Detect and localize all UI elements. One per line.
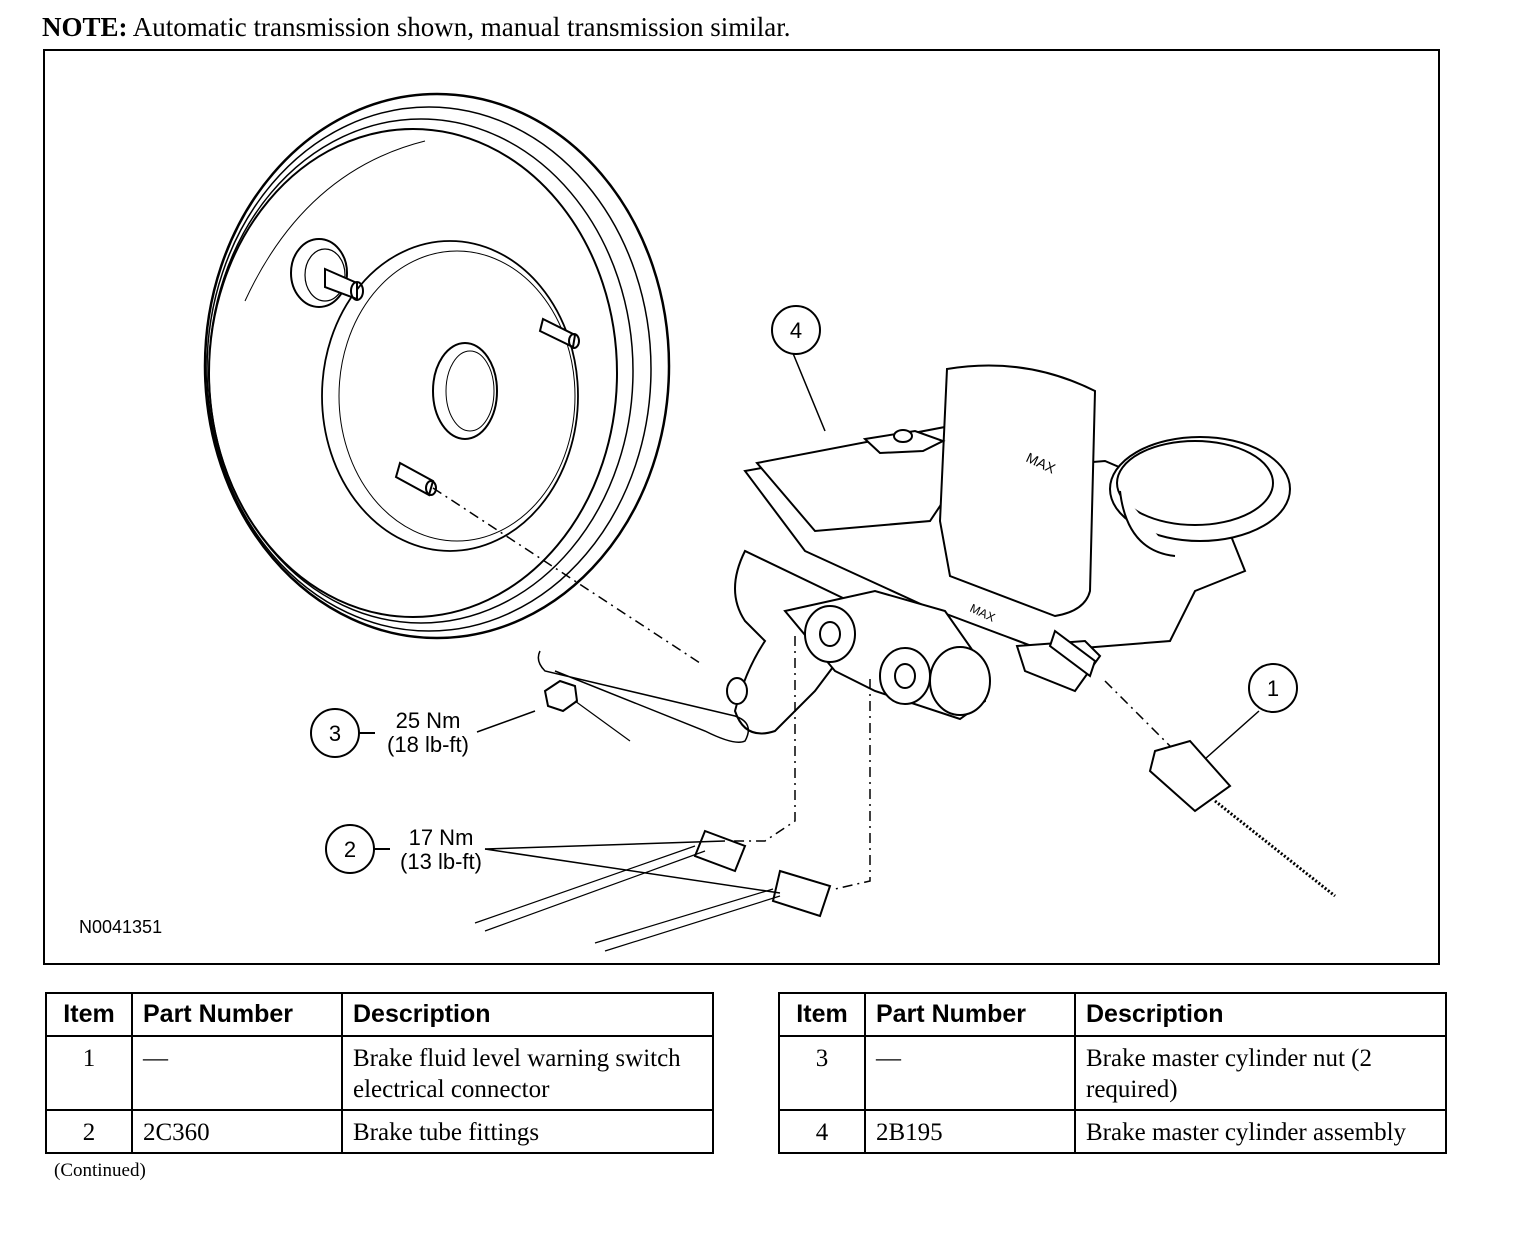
part-number-cell: — <box>131 1035 343 1111</box>
parts-table-right: Item Part Number Description 3 — Brake m… <box>778 992 1447 1154</box>
torque-2-lbft: (13 lb-ft) <box>400 849 482 874</box>
note-line: NOTE: Automatic transmission shown, manu… <box>42 12 790 43</box>
col-description: Description <box>1074 992 1447 1037</box>
item-cell: 3 <box>778 1035 866 1111</box>
table-row: 1 — Brake fluid level warning switch ele… <box>45 1035 714 1111</box>
description-cell: Brake master cylinder nut (2 required) <box>1074 1035 1447 1111</box>
table-row: 3 — Brake master cylinder nut (2 require… <box>778 1035 1447 1111</box>
table-header-row: Item Part Number Description <box>45 992 714 1037</box>
brake-master-cylinder-illustration: MAX MAX <box>79 92 1336 952</box>
callout-2: 2 17 Nm (13 lb-ft) <box>325 824 482 874</box>
description-cell: Brake tube fittings <box>341 1109 714 1154</box>
table-header-row: Item Part Number Description <box>778 992 1447 1037</box>
exploded-view-figure: MAX MAX <box>43 49 1440 965</box>
description-cell: Brake fluid level warning switch electri… <box>341 1035 714 1111</box>
callout-1: 1 <box>1248 663 1298 713</box>
table-row: 2 2C360 Brake tube fittings <box>45 1109 714 1154</box>
parts-table-left: Item Part Number Description 1 — Brake f… <box>45 992 714 1154</box>
part-number-cell: — <box>864 1035 1076 1111</box>
torque-3-lbft: (18 lb-ft) <box>387 732 469 757</box>
col-item: Item <box>778 992 866 1037</box>
note-text: Automatic transmission shown, manual tra… <box>132 12 791 42</box>
item-cell: 1 <box>45 1035 133 1111</box>
col-item: Item <box>45 992 133 1037</box>
torque-3-nm: 25 Nm <box>396 708 461 733</box>
description-cell: Brake master cylinder assembly <box>1074 1109 1447 1154</box>
callout-4: 4 <box>771 305 821 355</box>
brake-booster-drawing <box>203 92 671 640</box>
note-label: NOTE: <box>42 12 128 42</box>
svg-text:3: 3 <box>329 721 341 746</box>
svg-text:2: 2 <box>344 837 356 862</box>
svg-text:1: 1 <box>1267 676 1279 701</box>
part-number-cell: 2B195 <box>864 1109 1076 1154</box>
torque-2-nm: 17 Nm <box>409 825 474 850</box>
col-part-number: Part Number <box>131 992 343 1037</box>
col-description: Description <box>341 992 714 1037</box>
part-number-cell: 2C360 <box>131 1109 343 1154</box>
table-row: 4 2B195 Brake master cylinder assembly <box>778 1109 1447 1154</box>
svg-text:4: 4 <box>790 318 802 343</box>
col-part-number: Part Number <box>864 992 1076 1037</box>
item-cell: 2 <box>45 1109 133 1154</box>
figure-id: N0041351 <box>79 917 162 937</box>
master-cylinder-drawing <box>726 364 1291 735</box>
continued-note: (Continued) <box>54 1160 146 1181</box>
item-cell: 4 <box>778 1109 866 1154</box>
callout-3: 3 25 Nm (18 lb-ft) <box>310 708 469 758</box>
